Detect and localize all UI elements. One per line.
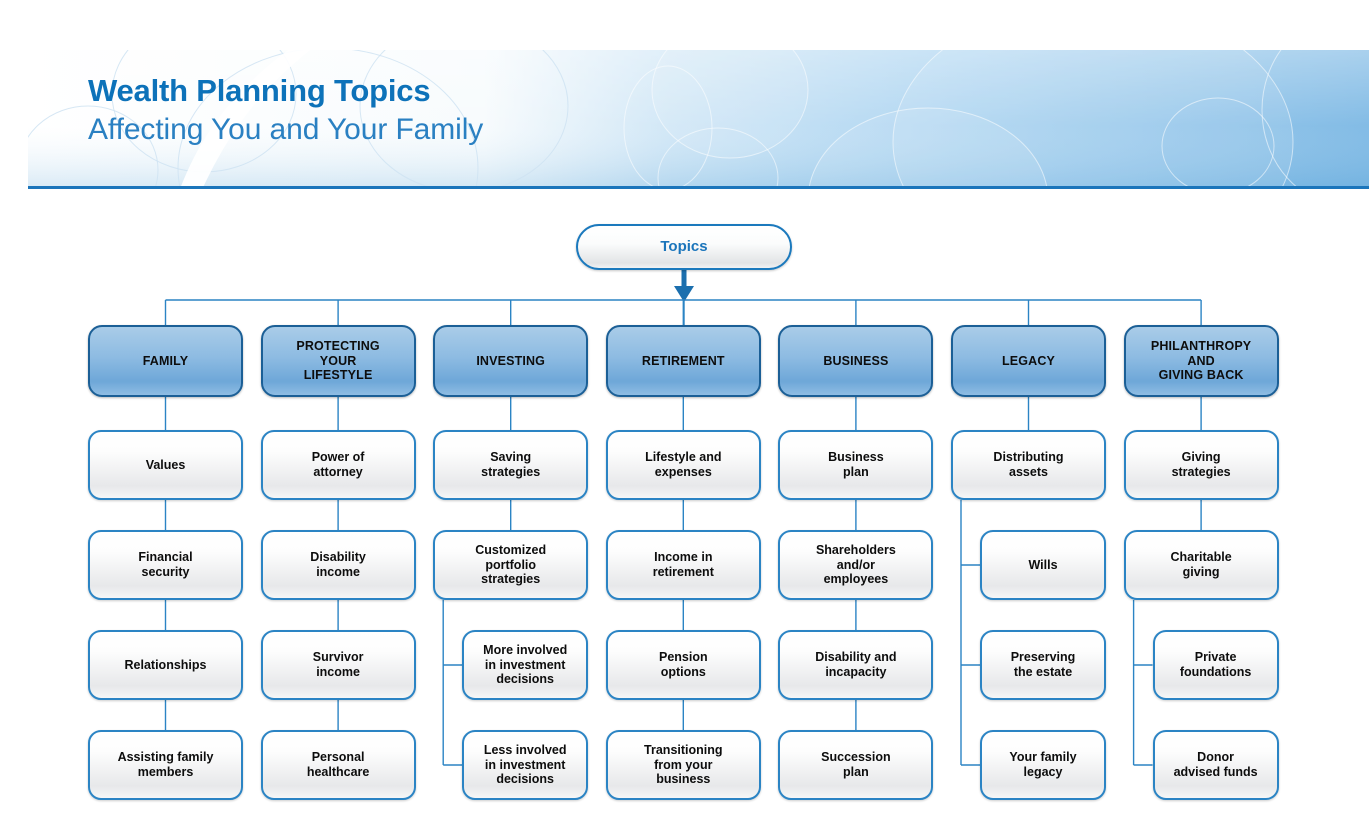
node-philanthropy-and-giving-back-3[interactable]: Private foundations (1152, 630, 1279, 700)
node-business-2[interactable]: Shareholders and/or employees (778, 530, 934, 600)
node-label: Survivor income (312, 650, 364, 679)
node-label: Relationships (124, 657, 207, 672)
node-business-1[interactable]: Business plan (778, 430, 934, 500)
node-label: Private foundations (1179, 650, 1252, 679)
node-investing-2[interactable]: Customized portfolio strategies (433, 530, 589, 600)
node-legacy-4[interactable]: Your family legacy (980, 730, 1106, 800)
node-label: INVESTING (476, 353, 546, 368)
category-header-legacy[interactable]: LEGACY (951, 325, 1106, 397)
node-legacy-3[interactable]: Preserving the estate (980, 630, 1106, 700)
node-family-4[interactable]: Assisting family members (88, 730, 243, 800)
node-label: Charitable giving (1170, 550, 1232, 579)
page-banner: Wealth Planning Topics Affecting You and… (28, 50, 1369, 188)
node-label: Distributing assets (993, 450, 1064, 479)
node-protecting-your-lifestyle-4[interactable]: Personal healthcare (260, 730, 416, 800)
node-label: Topics (660, 238, 708, 256)
category-header-protecting-your-lifestyle[interactable]: PROTECTING YOUR LIFESTYLE (260, 325, 416, 397)
node-retirement-1[interactable]: Lifestyle and expenses (605, 430, 761, 500)
node-protecting-your-lifestyle-3[interactable]: Survivor income (260, 630, 416, 700)
node-label: Giving strategies (1171, 450, 1231, 479)
node-label: Personal healthcare (306, 750, 370, 779)
node-philanthropy-and-giving-back-2[interactable]: Charitable giving (1123, 530, 1279, 600)
node-label: Business plan (828, 450, 884, 479)
category-header-business[interactable]: BUSINESS (778, 325, 934, 397)
node-label: Financial security (138, 550, 193, 579)
node-label: Shareholders and/or employees (815, 542, 896, 587)
node-label: Income in retirement (652, 550, 714, 579)
category-header-philanthropy-and-giving-back[interactable]: PHILANTHROPY AND GIVING BACK (1123, 325, 1279, 397)
node-legacy-1[interactable]: Distributing assets (951, 430, 1106, 500)
node-label: Saving strategies (481, 450, 541, 479)
node-investing-1[interactable]: Saving strategies (433, 430, 589, 500)
node-label: FAMILY (142, 353, 189, 368)
connector-lines (164, 270, 1202, 766)
node-label: Lifestyle and expenses (645, 450, 722, 479)
node-label: PROTECTING YOUR LIFESTYLE (296, 338, 380, 383)
node-label: Customized portfolio strategies (475, 542, 547, 587)
node-label: Values (145, 457, 186, 472)
root-node-topics[interactable]: Topics (576, 224, 792, 270)
node-retirement-4[interactable]: Transitioning from your business (605, 730, 761, 800)
page-subtitle: Affecting You and Your Family (88, 113, 484, 146)
node-retirement-2[interactable]: Income in retirement (605, 530, 761, 600)
node-family-1[interactable]: Values (88, 430, 243, 500)
node-philanthropy-and-giving-back-4[interactable]: Donor advised funds (1152, 730, 1279, 800)
node-label: Disability and incapacity (815, 650, 897, 679)
banner-divider (28, 186, 1369, 189)
node-label: Disability income (310, 550, 366, 579)
node-philanthropy-and-giving-back-1[interactable]: Giving strategies (1123, 430, 1279, 500)
banner-text-block: Wealth Planning Topics Affecting You and… (88, 72, 483, 150)
node-label: BUSINESS (823, 353, 889, 368)
category-header-investing[interactable]: INVESTING (433, 325, 589, 397)
node-label: RETIREMENT (641, 353, 725, 368)
category-header-retirement[interactable]: RETIREMENT (605, 325, 761, 397)
node-label: More involved in investment decisions (483, 642, 568, 687)
node-label: PHILANTHROPY AND GIVING BACK (1150, 338, 1252, 383)
node-label: Preserving the estate (1010, 650, 1076, 679)
node-protecting-your-lifestyle-2[interactable]: Disability income (260, 530, 416, 600)
node-label: Less involved in investment decisions (483, 742, 567, 787)
node-label: Wills (1028, 557, 1058, 572)
node-business-4[interactable]: Succession plan (778, 730, 934, 800)
node-label: Assisting family members (117, 750, 214, 779)
node-label: Donor advised funds (1173, 750, 1258, 779)
banner-decoration (28, 50, 1369, 188)
node-legacy-2[interactable]: Wills (980, 530, 1106, 600)
node-protecting-your-lifestyle-1[interactable]: Power of attorney (260, 430, 416, 500)
node-label: LEGACY (1002, 353, 1055, 368)
page-title: Wealth Planning Topics (88, 73, 431, 108)
node-label: Transitioning from your business (644, 742, 723, 787)
node-label: Power of attorney (311, 450, 365, 479)
node-retirement-3[interactable]: Pension options (605, 630, 761, 700)
node-family-2[interactable]: Financial security (88, 530, 243, 600)
node-family-3[interactable]: Relationships (88, 630, 243, 700)
node-investing-4[interactable]: Less involved in investment decisions (462, 730, 589, 800)
node-label: Succession plan (821, 750, 891, 779)
node-label: Pension options (658, 650, 708, 679)
node-investing-3[interactable]: More involved in investment decisions (462, 630, 589, 700)
category-header-family[interactable]: FAMILY (88, 325, 243, 397)
node-business-3[interactable]: Disability and incapacity (778, 630, 934, 700)
node-label: Your family legacy (1009, 750, 1077, 779)
